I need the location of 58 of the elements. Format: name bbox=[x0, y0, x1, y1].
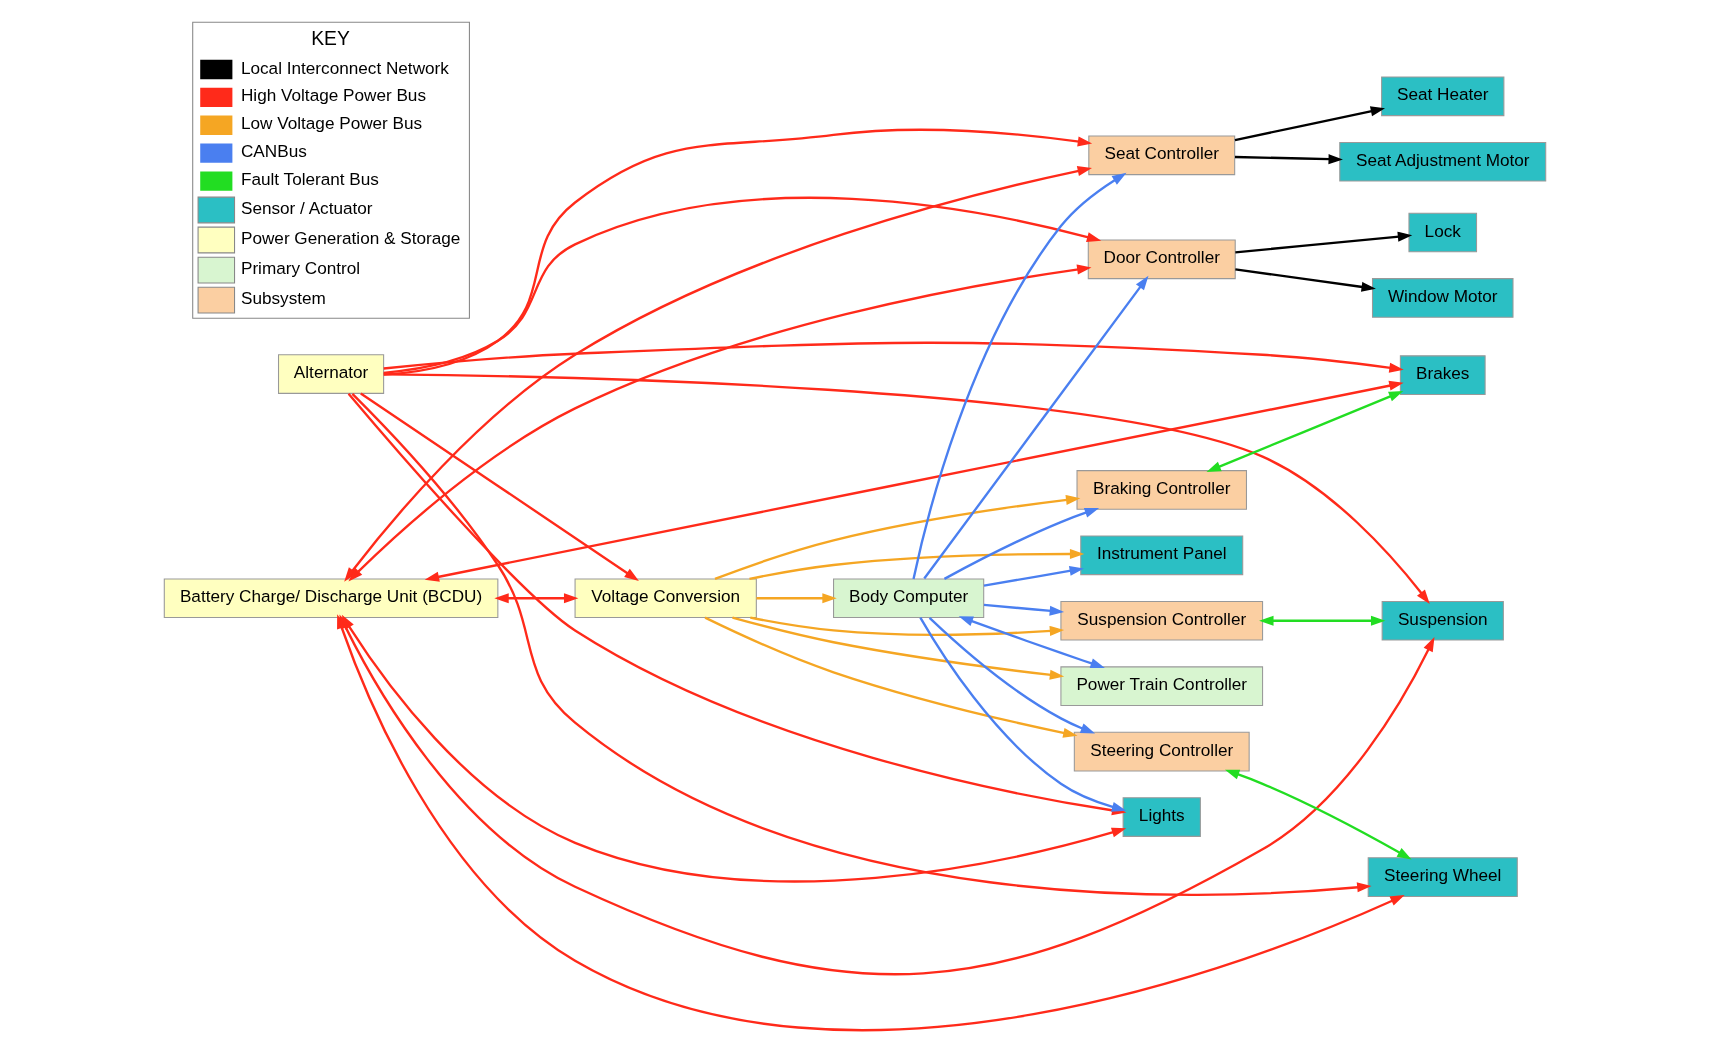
arrow bbox=[923, 275, 1149, 580]
arrow bbox=[494, 593, 579, 604]
legend-label: CANBus bbox=[240, 141, 307, 162]
legend-label: Power Generation & Storage bbox=[240, 228, 461, 249]
arrow bbox=[1206, 391, 1404, 472]
arrow bbox=[704, 616, 1078, 738]
legend-label: Subsystem bbox=[240, 288, 326, 309]
arrow bbox=[424, 380, 1404, 582]
node-box: Lights bbox=[1122, 797, 1201, 837]
arrow bbox=[943, 508, 1100, 580]
legend-label: Fault Tolerant Bus bbox=[240, 169, 379, 190]
node-box: Window Motor bbox=[1371, 278, 1514, 318]
arrow bbox=[983, 565, 1084, 587]
node-box: Battery Charge/ Discharge Unit (BCDU) bbox=[163, 578, 499, 619]
arrow bbox=[1234, 154, 1343, 165]
node-box: Suspension bbox=[1381, 600, 1504, 641]
arrow bbox=[1235, 268, 1376, 292]
arrow bbox=[732, 616, 1065, 680]
arrow bbox=[756, 593, 837, 604]
label: KEY bbox=[311, 28, 350, 50]
arrow bbox=[928, 617, 1096, 734]
legend-label: High Voltage Power Bus bbox=[240, 85, 427, 106]
node-box: Suspension Controller bbox=[1060, 600, 1264, 641]
node-box: Braking Controller bbox=[1076, 470, 1247, 510]
arrow bbox=[919, 617, 1127, 812]
arrow bbox=[351, 393, 1372, 896]
arrow bbox=[983, 603, 1065, 616]
node-box: Seat Heater bbox=[1381, 76, 1505, 117]
node-box: Steering Controller bbox=[1073, 731, 1250, 772]
arrow bbox=[348, 264, 1092, 582]
arrow bbox=[1234, 106, 1386, 142]
node-box: Body Computer bbox=[833, 578, 985, 619]
arrow bbox=[912, 172, 1127, 580]
arrow bbox=[750, 616, 1065, 636]
node-box: Steering Wheel bbox=[1367, 857, 1518, 897]
arrow bbox=[714, 494, 1081, 581]
legend-label: Local Interconnect Network bbox=[240, 57, 449, 78]
legend-label: Low Voltage Power Bus bbox=[240, 113, 423, 134]
node-box: Seat Controller bbox=[1088, 135, 1236, 176]
node-box: Voltage Conversion bbox=[574, 578, 757, 619]
arrow bbox=[383, 196, 1102, 374]
arrow bbox=[383, 128, 1093, 376]
node-box: Brakes bbox=[1399, 355, 1486, 395]
arrow bbox=[1235, 231, 1413, 254]
legend-label: Sensor / Actuator bbox=[240, 198, 373, 219]
arrow bbox=[749, 548, 1085, 581]
node-box: Door Controller bbox=[1087, 239, 1236, 280]
node-box: Lock bbox=[1408, 212, 1478, 253]
arrow bbox=[383, 341, 1404, 373]
arrow bbox=[958, 616, 1105, 669]
node-box: Instrument Panel bbox=[1080, 535, 1244, 576]
arrow bbox=[1259, 615, 1386, 626]
node-box: Alternator bbox=[277, 354, 385, 394]
arrow bbox=[1224, 769, 1412, 860]
arrow bbox=[360, 392, 639, 581]
legend-label: Primary Control bbox=[240, 258, 361, 279]
node-box: Power Train Controller bbox=[1060, 666, 1264, 707]
node-box: Seat Adjustment Motor bbox=[1339, 141, 1547, 182]
